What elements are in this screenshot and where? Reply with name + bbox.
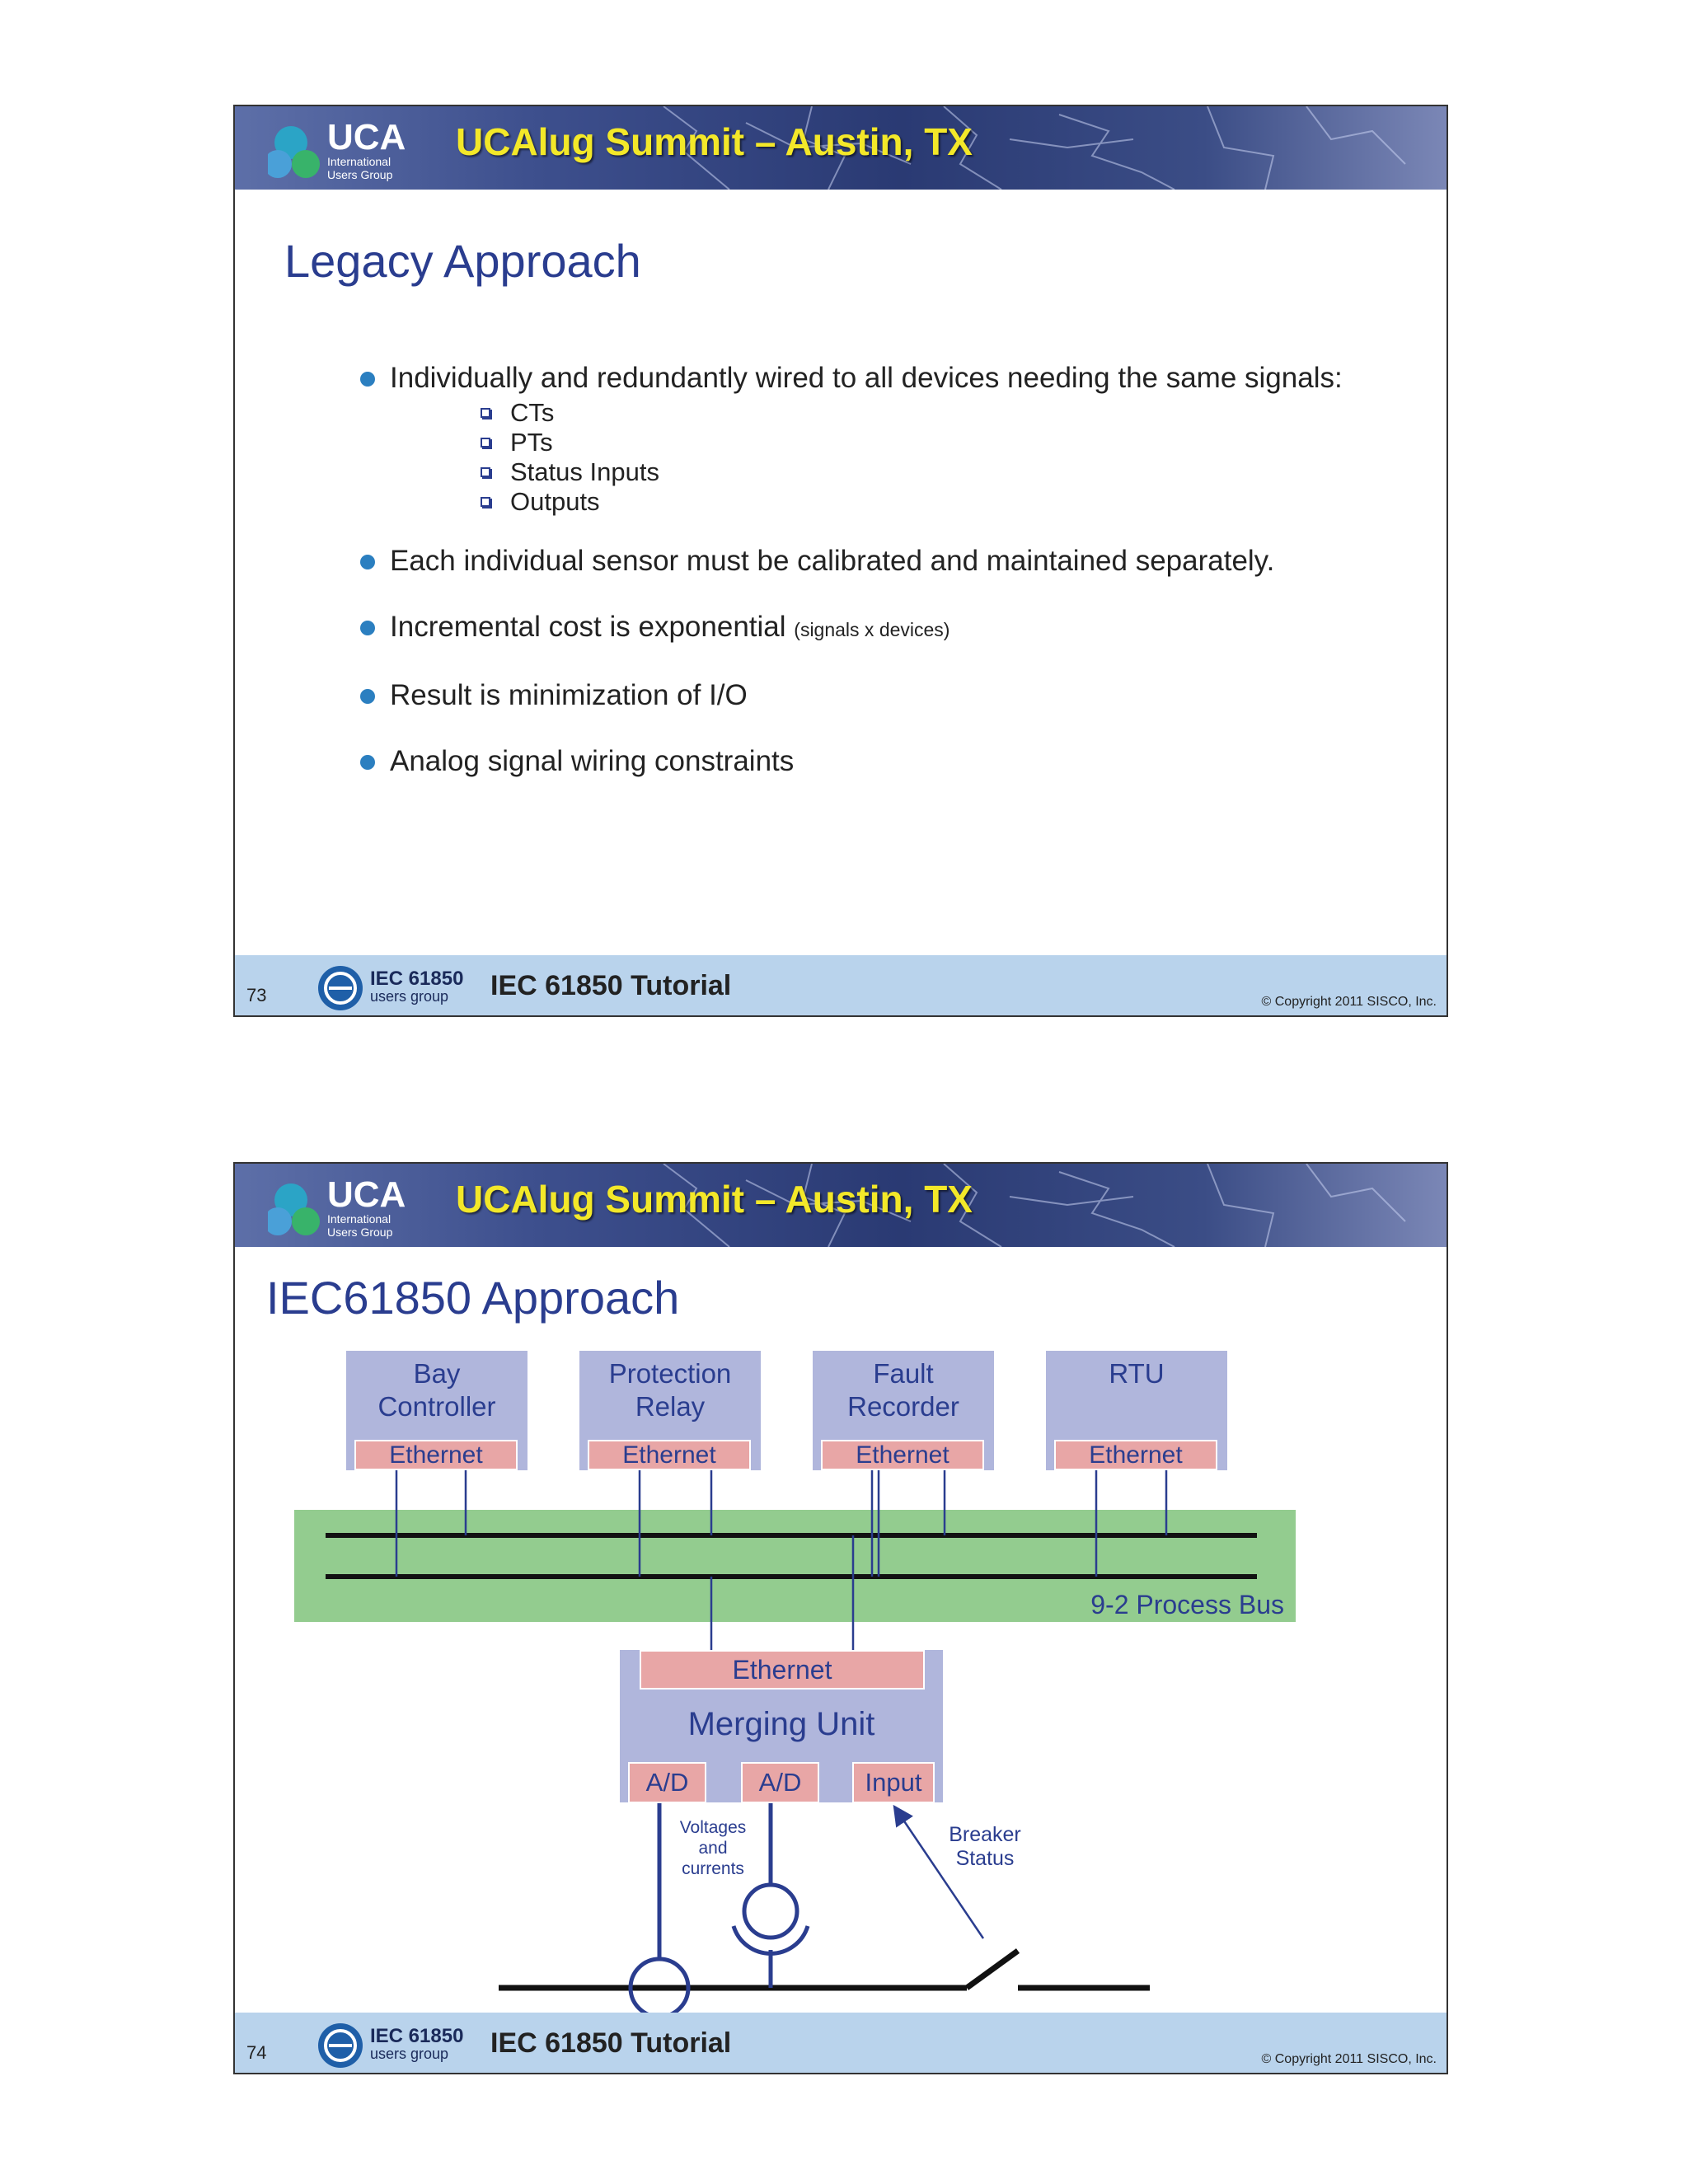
sub-bullet-item: PTs bbox=[481, 428, 1420, 457]
bullet-list: Individually and redundantly wired to al… bbox=[357, 362, 1420, 778]
sub-bullet-item: CTs bbox=[481, 398, 1420, 428]
breaker-status-label: Breaker Status bbox=[949, 1823, 1021, 1870]
breaker-status-arrow bbox=[893, 1804, 985, 1939]
svg-text:IEC 61850: IEC 61850 bbox=[370, 2025, 463, 2047]
bullet-item: Individually and redundantly wired to al… bbox=[357, 362, 1420, 395]
potential-transformer-icon bbox=[742, 1882, 799, 1940]
copyright-text: © Copyright 2011 SISCO, Inc. bbox=[1261, 2052, 1437, 2066]
checkbox-bullet-icon bbox=[481, 497, 490, 507]
banner-title: UCAlug Summit – Austin, TX bbox=[456, 1178, 973, 1221]
ethernet-port: Ethernet bbox=[640, 1650, 925, 1690]
ethernet-port: Ethernet bbox=[821, 1440, 984, 1470]
bullet-icon bbox=[360, 755, 375, 770]
slide-banner: UCA International Users Group UCAlug Sum… bbox=[235, 1164, 1447, 1247]
slide-banner: UCA International Users Group UCAlug Sum… bbox=[235, 106, 1447, 190]
device-name: Fault Recorder bbox=[847, 1358, 959, 1422]
merging-unit-label: Merging Unit bbox=[687, 1706, 875, 1742]
sub-bullet-item: Status Inputs bbox=[481, 457, 1420, 487]
footer-title: IEC 61850 Tutorial bbox=[490, 2027, 732, 2059]
uca-logo: UCA International Users Group bbox=[268, 1174, 406, 1239]
bullet-item: Result is minimization of I/O bbox=[357, 679, 1420, 712]
bullet-icon bbox=[360, 372, 375, 387]
device-name: RTU bbox=[1109, 1358, 1165, 1389]
voltages-currents-label: Voltages and currents bbox=[679, 1818, 747, 1878]
device-drops bbox=[395, 1470, 1168, 1650]
checkbox-bullet-icon bbox=[481, 408, 490, 418]
bullet-icon bbox=[360, 689, 375, 704]
svg-text:Users Group: Users Group bbox=[327, 1226, 393, 1239]
bullet-icon bbox=[360, 555, 375, 569]
svg-text:International: International bbox=[327, 155, 391, 168]
device-rtu: RTU Ethernet bbox=[1046, 1351, 1227, 1470]
slide-title: Legacy Approach bbox=[284, 235, 641, 287]
slide-footer: 73 IEC 61850 users group IEC 61850 Tutor… bbox=[235, 955, 1447, 1015]
checkbox-bullet-icon bbox=[481, 467, 490, 477]
bullet-note: (signals x devices) bbox=[794, 619, 950, 640]
slide-legacy-approach: UCA International Users Group UCAlug Sum… bbox=[233, 105, 1448, 1017]
svg-text:IEC 61850: IEC 61850 bbox=[370, 968, 463, 990]
potential-transformer-icon bbox=[731, 1925, 810, 1956]
ethernet-port: Ethernet bbox=[588, 1440, 751, 1470]
diagram-wiring bbox=[326, 1470, 1257, 2019]
merging-unit: Ethernet Merging Unit A/D A/D Input bbox=[620, 1650, 943, 1803]
device-bay-controller: Bay Controller Ethernet bbox=[346, 1351, 528, 1470]
slide-iec61850-approach: UCA International Users Group UCAlug Sum… bbox=[233, 1162, 1448, 2074]
breaker-switch bbox=[964, 1948, 1020, 1990]
svg-text:International: International bbox=[327, 1212, 391, 1226]
svg-text:users group: users group bbox=[370, 988, 448, 1005]
lightning-background bbox=[663, 1164, 1406, 1247]
lightning-background bbox=[663, 106, 1406, 190]
ad-port: A/D bbox=[628, 1762, 706, 1803]
device-protection-relay: Protection Relay Ethernet bbox=[579, 1351, 761, 1470]
process-bus-label: 9-2 Process Bus bbox=[1090, 1590, 1284, 1619]
bullet-item: Analog signal wiring constraints bbox=[357, 745, 1420, 778]
device-fault-recorder: Fault Recorder Ethernet bbox=[813, 1351, 994, 1470]
uca-logo: UCA International Users Group bbox=[268, 117, 406, 181]
footer-title: IEC 61850 Tutorial bbox=[490, 970, 732, 1001]
svg-text:UCA: UCA bbox=[327, 1174, 406, 1215]
banner-title: UCAlug Summit – Austin, TX bbox=[456, 120, 973, 163]
slide-footer: 74 IEC 61850 users group IEC 61850 Tutor… bbox=[235, 2013, 1447, 2073]
bullet-item: Incremental cost is exponential (signals… bbox=[357, 611, 1420, 646]
bullet-text: Individually and redundantly wired to al… bbox=[390, 362, 1343, 394]
copyright-text: © Copyright 2011 SISCO, Inc. bbox=[1261, 995, 1437, 1009]
checkbox-bullet-icon bbox=[481, 438, 490, 448]
svg-text:Users Group: Users Group bbox=[327, 168, 393, 181]
ethernet-port: Ethernet bbox=[1054, 1440, 1217, 1470]
sub-bullet-list: CTs PTs Status Inputs Outputs bbox=[481, 398, 1420, 517]
slide-number: 74 bbox=[246, 2042, 267, 2063]
device-name: Protection Relay bbox=[608, 1358, 732, 1422]
slide-title: IEC61850 Approach bbox=[266, 1272, 680, 1324]
iec-61850-logo: IEC 61850 users group bbox=[318, 966, 463, 1010]
process-bus: 9-2 Process Bus bbox=[294, 1510, 1296, 1622]
svg-text:UCA: UCA bbox=[327, 117, 406, 157]
svg-text:users group: users group bbox=[370, 2046, 448, 2062]
ad-port: A/D bbox=[741, 1762, 819, 1803]
ethernet-port: Ethernet bbox=[354, 1440, 518, 1470]
bullet-item: Each individual sensor must be calibrate… bbox=[357, 545, 1420, 578]
input-port: Input bbox=[852, 1762, 935, 1803]
device-name: Bay Controller bbox=[377, 1358, 496, 1422]
slide-number: 73 bbox=[246, 985, 267, 1005]
bullet-icon bbox=[360, 621, 375, 635]
iec-61850-logo: IEC 61850 users group bbox=[318, 2023, 463, 2068]
sub-bullet-item: Outputs bbox=[481, 487, 1420, 517]
